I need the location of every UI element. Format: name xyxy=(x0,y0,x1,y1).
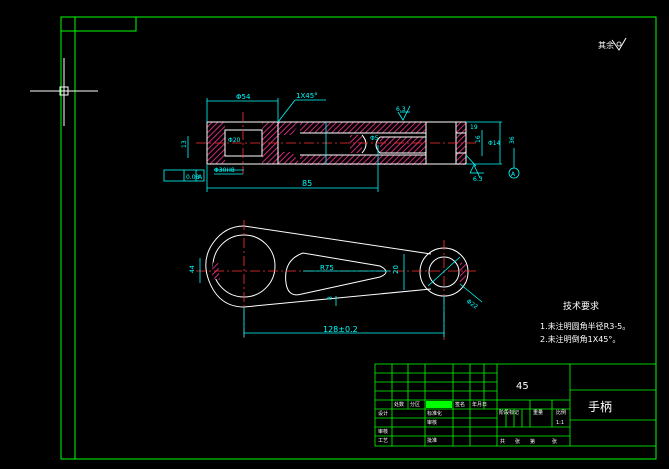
svg-text:审核: 审核 xyxy=(427,419,437,426)
title-block-text: 45 手柄 处数 分区 签名 年月日 设计 标准化 审核 审核 工艺 批准 阶段… xyxy=(378,381,612,445)
svg-text:张: 张 xyxy=(552,438,557,445)
crosshair-cursor[interactable] xyxy=(30,58,98,126)
svg-text:Φ5: Φ5 xyxy=(370,135,379,142)
svg-text:8: 8 xyxy=(327,296,334,300)
tech-requirements: 技术要求 1.未注明圆角半径R3-5。 2.未注明倒角1X45°。 xyxy=(540,300,630,344)
svg-text:Φ54: Φ54 xyxy=(236,93,251,101)
svg-text:1X45°: 1X45° xyxy=(296,92,318,100)
section-view xyxy=(196,112,476,174)
svg-text:比例: 比例 xyxy=(556,409,566,416)
svg-text:20: 20 xyxy=(392,265,400,274)
svg-text:16: 16 xyxy=(475,135,482,143)
svg-text:6.3: 6.3 xyxy=(396,106,406,113)
outer-frame xyxy=(60,16,657,460)
svg-text:A: A xyxy=(198,174,203,181)
svg-text:13: 13 xyxy=(181,140,188,148)
svg-text:1.未注明圆角半径R3-5。: 1.未注明圆角半径R3-5。 xyxy=(540,321,630,331)
svg-text:36: 36 xyxy=(509,136,516,144)
svg-text:44: 44 xyxy=(189,265,196,273)
svg-text:分区: 分区 xyxy=(410,401,420,408)
svg-text:Φ14: Φ14 xyxy=(488,140,501,147)
svg-text:45: 45 xyxy=(516,381,529,392)
front-dimension-text: R75 20 44 8 Φ22 128±0.2 xyxy=(189,264,479,334)
corner-box xyxy=(61,17,137,32)
svg-text:Φ22: Φ22 xyxy=(465,298,479,311)
svg-text:手柄: 手柄 xyxy=(588,400,612,414)
svg-text:张: 张 xyxy=(515,438,520,445)
svg-text:工艺: 工艺 xyxy=(378,438,388,444)
svg-text:阶段标记: 阶段标记 xyxy=(499,409,519,416)
svg-text:1:1: 1:1 xyxy=(556,420,564,426)
svg-text:R75: R75 xyxy=(320,264,334,272)
title-block-fill xyxy=(426,401,452,408)
svg-text:85: 85 xyxy=(302,179,312,188)
svg-text:19: 19 xyxy=(470,124,478,131)
svg-text:Φ20: Φ20 xyxy=(228,137,241,144)
svg-text:标准化: 标准化 xyxy=(427,410,442,417)
svg-text:处数: 处数 xyxy=(394,401,404,408)
svg-text:年月日: 年月日 xyxy=(472,401,487,408)
svg-text:审核: 审核 xyxy=(378,428,388,435)
svg-text:其余: 其余 xyxy=(598,40,614,50)
svg-text:技术要求: 技术要求 xyxy=(563,300,599,312)
svg-text:6.3: 6.3 xyxy=(473,176,483,183)
svg-text:签名: 签名 xyxy=(455,401,465,408)
svg-text:2.未注明倒角1X45°。: 2.未注明倒角1X45°。 xyxy=(540,334,620,344)
svg-text:共: 共 xyxy=(500,438,505,445)
section-dimensions xyxy=(163,98,520,192)
svg-text:批准: 批准 xyxy=(427,437,437,444)
svg-text:第: 第 xyxy=(530,438,535,445)
roughness-note: 其余 xyxy=(598,37,627,51)
front-dimensions xyxy=(199,254,483,337)
svg-text:设计: 设计 xyxy=(378,410,388,417)
svg-text:重量: 重量 xyxy=(533,409,543,416)
front-view xyxy=(196,220,476,340)
svg-text:A: A xyxy=(511,171,516,178)
title-block xyxy=(374,363,657,447)
svg-text:0.08: 0.08 xyxy=(186,174,200,181)
svg-text:Φ30H8: Φ30H8 xyxy=(214,167,235,174)
svg-text:128±0.2: 128±0.2 xyxy=(323,325,358,334)
section-dimension-text: Φ54 1X45° 6.3 Φ20 Φ5 19 13 16 36 Φ14 0.0… xyxy=(181,92,516,188)
inner-frame xyxy=(74,16,657,460)
